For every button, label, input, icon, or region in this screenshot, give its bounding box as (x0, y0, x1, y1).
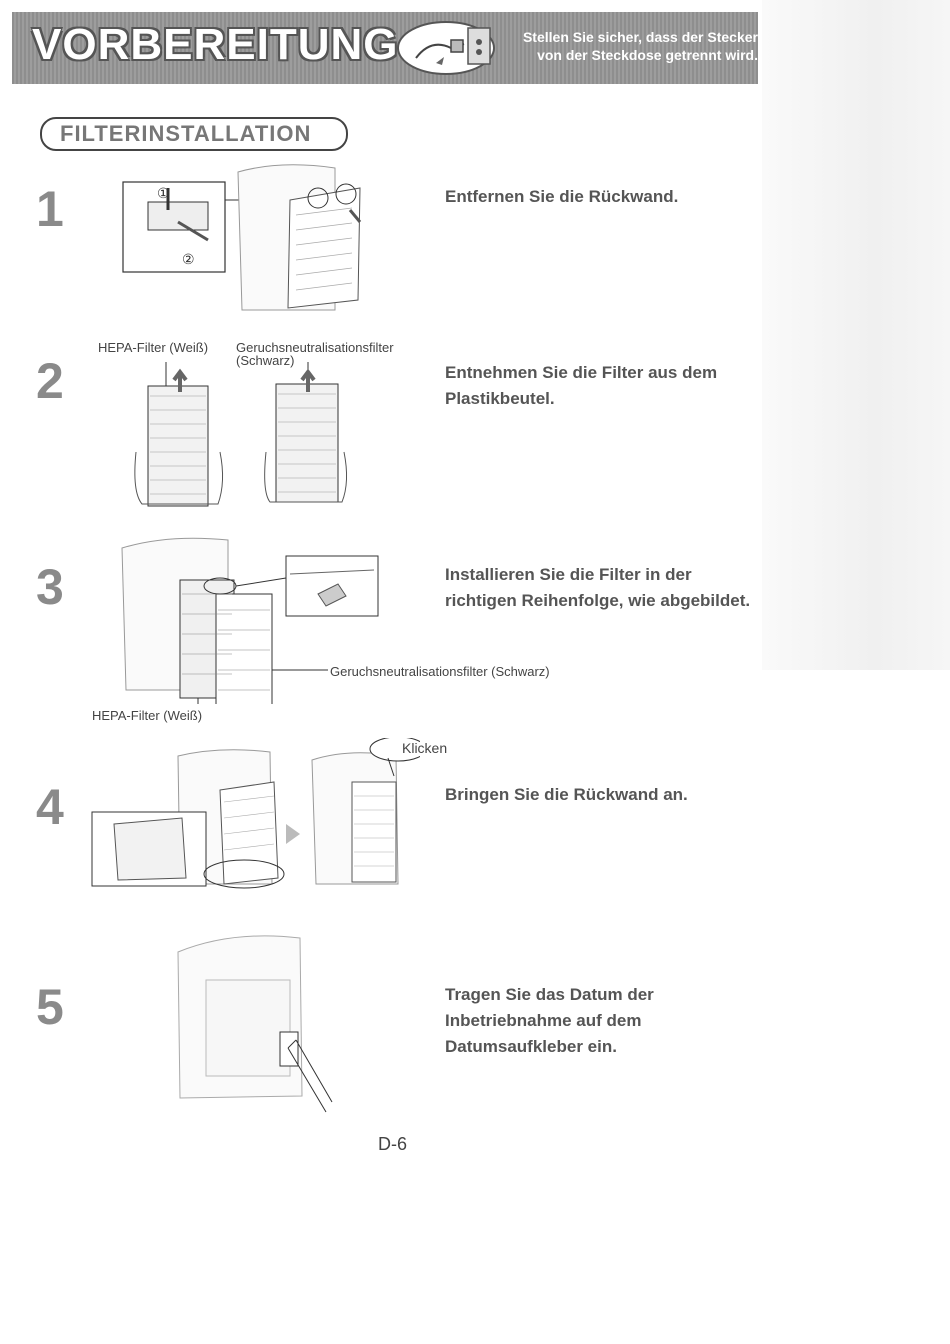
section-heading: FILTERINSTALLATION (40, 117, 348, 151)
step-4-number: 4 (36, 778, 64, 836)
step-3-hepa-label: HEPA-Filter (Weiß) (92, 708, 202, 723)
step-1-marker-1: ① (157, 185, 170, 201)
header-bar: VORBEREITUNG Stellen Sie sicher, dass de… (12, 12, 758, 84)
scan-edge-shading (762, 0, 950, 670)
step-3-odor-label: Geruchsneutralisationsfilter (Schwarz) (330, 664, 550, 679)
step-1-illustration: ① ② (120, 160, 380, 320)
step-2-instruction: Entnehmen Sie die Filter aus dem Plastik… (445, 360, 765, 412)
step-3-number: 3 (36, 558, 64, 616)
step-2-hepa-label: HEPA-Filter (Weiß) (98, 340, 208, 355)
step-1-number: 1 (36, 180, 64, 238)
warning-note: Stellen Sie sicher, dass der Stecker von… (512, 28, 758, 64)
step-4-click-label: Klicken (402, 740, 447, 756)
step-3-instruction: Installieren Sie die Filter in der richt… (445, 562, 765, 614)
page-number: D-6 (378, 1134, 407, 1155)
step-5-illustration (172, 930, 342, 1114)
warning-note-line1: Stellen Sie sicher, dass der Stecker (512, 28, 758, 46)
step-5-number: 5 (36, 978, 64, 1036)
warning-note-line2: von der Steckdose getrennt wird. (512, 46, 758, 64)
section-heading-text: FILTERINSTALLATION (60, 121, 311, 147)
step-2-number: 2 (36, 352, 64, 410)
step-1-instruction: Entfernen Sie die Rückwand. (445, 184, 765, 210)
unplug-icon (396, 18, 506, 78)
step-4-instruction: Bringen Sie die Rückwand an. (445, 782, 765, 808)
step-4-illustration (90, 738, 420, 890)
step-2-illustration (128, 362, 358, 512)
step-1-marker-2: ② (182, 251, 195, 267)
page-title: VORBEREITUNG (32, 20, 398, 70)
step-5-instruction: Tragen Sie das Datum der Inbetriebnahme … (445, 982, 765, 1060)
